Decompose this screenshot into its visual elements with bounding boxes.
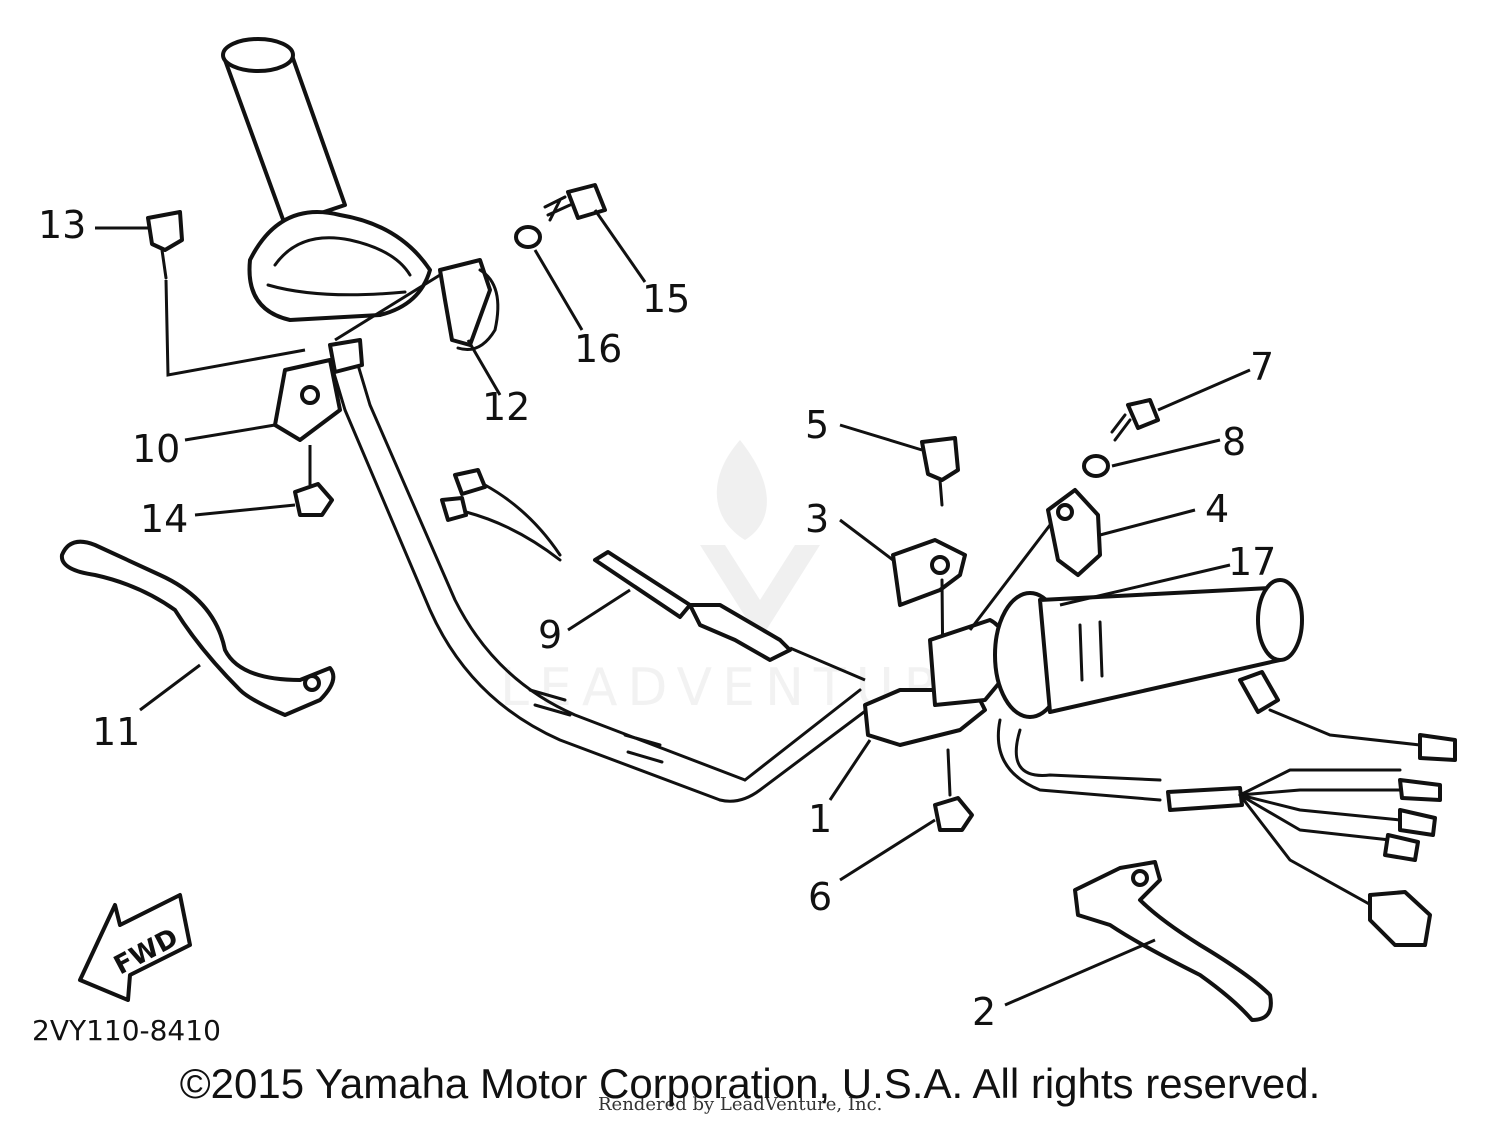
callout-11: 11 xyxy=(92,710,140,754)
copyright-notice: ©2015 Yamaha Motor Corporation, U.S.A. A… xyxy=(179,1060,1321,1107)
callout-6: 6 xyxy=(808,875,832,919)
part-11-clutch-lever xyxy=(59,539,336,717)
callout-8: 8 xyxy=(1222,420,1246,464)
part-7-screw xyxy=(1110,398,1160,442)
handlebar xyxy=(328,338,882,803)
part-16-washer xyxy=(514,225,542,249)
callout-17: 17 xyxy=(1228,540,1276,584)
part-17-throttle-grip xyxy=(928,578,1304,719)
callout-7: 7 xyxy=(1250,345,1274,389)
part-2-brake-lever xyxy=(1073,860,1273,1022)
callout-5: 5 xyxy=(805,403,829,447)
callout-1: 1 xyxy=(808,797,832,841)
part-9-cable xyxy=(440,468,792,662)
callout-10: 10 xyxy=(132,427,180,471)
callout-15: 15 xyxy=(642,277,690,321)
left-grip xyxy=(221,37,432,322)
rendered-by-watermark: Rendered by LeadVenture, Inc. xyxy=(598,1094,882,1115)
part-10-lever-holder xyxy=(273,358,342,442)
diagram-part-number: 2VY110-8410 xyxy=(32,1014,221,1047)
part-15-screw xyxy=(543,183,607,222)
part-8-washer xyxy=(1082,454,1110,478)
callout-4: 4 xyxy=(1205,487,1229,531)
leader-lines xyxy=(95,209,1251,1007)
callout-3: 3 xyxy=(805,497,829,541)
callout-2: 2 xyxy=(972,990,996,1034)
callout-16: 16 xyxy=(574,327,622,371)
part-4-holder xyxy=(1046,488,1102,577)
part-12-switch xyxy=(438,258,500,351)
fwd-arrow: FWD xyxy=(78,893,192,1002)
part-13-bolt xyxy=(146,210,184,280)
callout-12: 12 xyxy=(482,385,530,429)
wire-harness xyxy=(996,670,1457,947)
callout-14: 14 xyxy=(140,497,188,541)
callout-labels: 13 10 14 11 12 16 15 9 5 3 7 8 4 17 1 6 … xyxy=(38,203,1276,1034)
part-3-holder xyxy=(891,538,967,607)
part-6-nut xyxy=(933,748,974,832)
callout-13: 13 xyxy=(38,203,86,247)
part-5-bolt xyxy=(920,436,960,507)
part-14-nut xyxy=(293,482,334,517)
callout-9: 9 xyxy=(538,613,562,657)
